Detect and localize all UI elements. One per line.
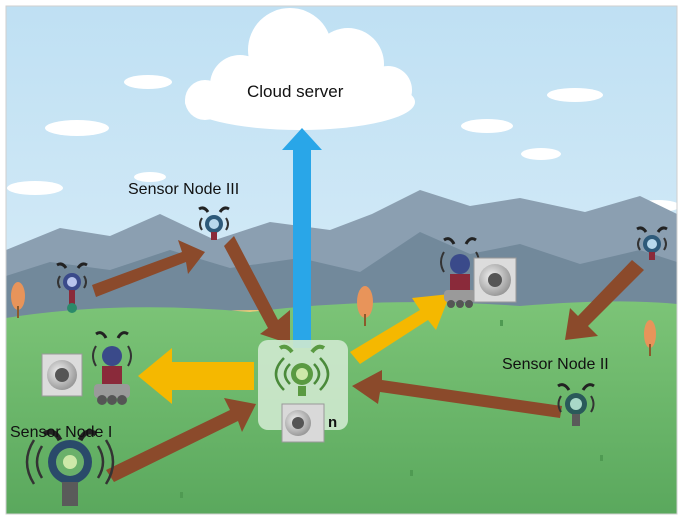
sensor-node-2-label: Sensor Node II [502, 356, 609, 373]
gateway-node-icon [258, 340, 348, 443]
frame-border [5, 5, 678, 515]
camera-icon [473, 257, 517, 303]
sensor-node-icon [25, 429, 115, 506]
data-arrows [92, 236, 644, 482]
sensor-node-icon [636, 226, 668, 260]
gateway-node-label: n [328, 414, 338, 431]
sensor-node-3-label: Sensor Node III [128, 181, 240, 198]
sensor-node-1-label: Sensor Node I [10, 424, 113, 441]
cloud-server-shape [185, 8, 415, 130]
uplink-arrow [282, 128, 322, 348]
mobile-robot-icon [440, 237, 480, 308]
sensor-node-icon [198, 206, 230, 240]
control-arrows [138, 294, 450, 404]
camera-icon [41, 353, 83, 397]
cloud-server-label: Cloud server [247, 82, 344, 101]
grass-tufts [180, 320, 603, 498]
sensor-node-icon [557, 383, 595, 426]
trees [11, 282, 656, 356]
sensor-node-icon [56, 262, 88, 313]
mobile-robot-icon [92, 331, 132, 405]
